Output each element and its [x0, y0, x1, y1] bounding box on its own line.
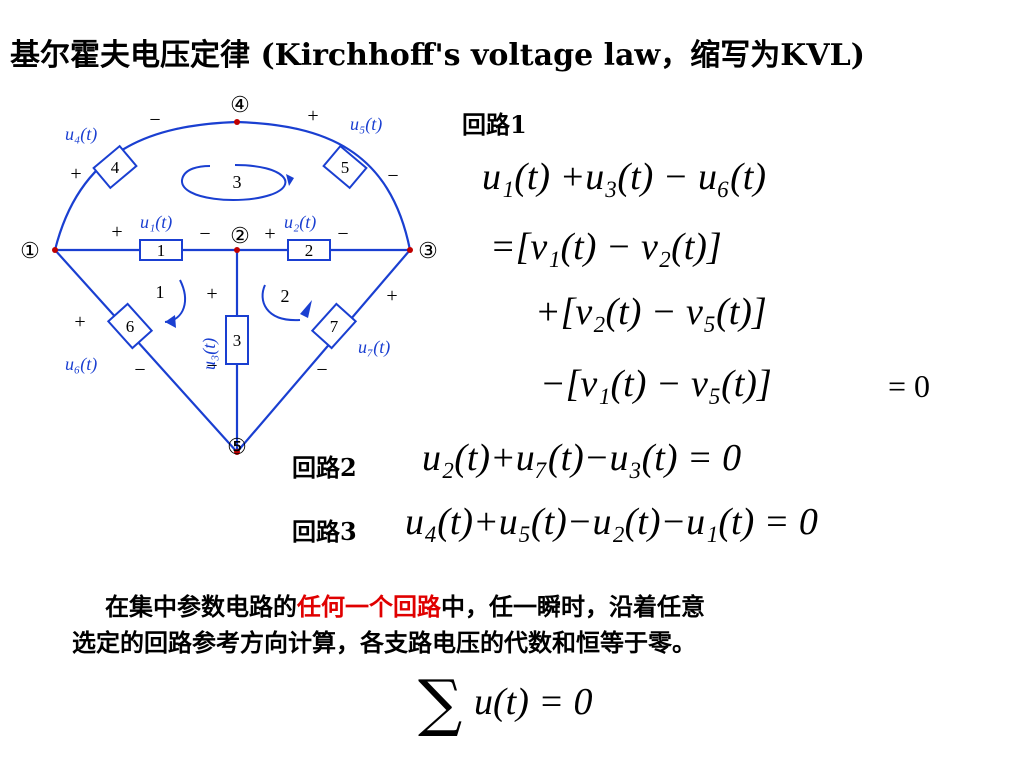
node-4-label: ④ [230, 92, 250, 117]
svg-text:+: + [74, 311, 85, 333]
element-6-box [106, 302, 154, 350]
loop-3-equation: u₄(t)+u₅(t)−u₂(t)−u₁(t) = 0 [405, 501, 818, 543]
element-5-box [322, 144, 368, 190]
loop-1-heading: 回路1 [462, 110, 527, 139]
loop-1-equation-line-3: +[v₂(t) − v₅(t)] [535, 291, 767, 333]
u2-label: u₂(t) [284, 212, 316, 233]
u1-label: u₁(t) [140, 212, 172, 233]
statement-part-1: 在集中参数电路的 [105, 592, 297, 621]
loop-3-label: 3 [233, 172, 242, 192]
loop-1-equation-line-2: =[v₁(t) − v₂(t)] [490, 226, 722, 268]
element-1-box [139, 239, 183, 261]
element-2-box [287, 239, 331, 261]
loop-3-heading: 回路3 [292, 517, 357, 546]
loop-2-equation: u₂(t)+u₇(t)−u₃(t) = 0 [422, 437, 742, 479]
loop-1-label: 1 [156, 282, 165, 302]
u5-label: u₅(t) [350, 114, 382, 135]
element-3-label: 3 [233, 331, 242, 350]
element-6-label: 6 [126, 317, 135, 336]
svg-text:−: − [199, 223, 210, 245]
u4-label: u₄(t) [65, 124, 97, 145]
svg-text:−: − [206, 355, 217, 377]
kvl-statement-line-2: 选定的回路参考方向计算，各支路电压的代数和恒等于零。 [72, 628, 696, 657]
statement-highlight: 任何一个回路 [297, 592, 441, 621]
node-2-label: ② [230, 223, 250, 248]
page-title: 基尔霍夫电压定律 (Kirchhoff's voltage law，缩写为KVL… [10, 38, 865, 73]
svg-text:+: + [386, 285, 397, 307]
element-3-box [225, 315, 249, 365]
u6-label: u₆(t) [65, 354, 97, 375]
svg-text:+: + [206, 283, 217, 305]
u7-label: u₇(t) [358, 337, 390, 358]
element-7-label: 7 [330, 317, 339, 336]
svg-text:+: + [307, 105, 318, 127]
loop-2-heading: 回路2 [292, 453, 357, 482]
svg-text:+: + [264, 223, 275, 245]
loop-1-equation-line-1: u₁(t) +u₃(t) − u₆(t) [482, 156, 767, 198]
element-7-box [310, 302, 358, 350]
svg-text:−: − [337, 223, 348, 245]
kvl-summary-formula: u(t) = 0 [474, 681, 593, 723]
element-4-label: 4 [111, 158, 120, 177]
node-1-label: ① [20, 238, 40, 263]
svg-text:−: − [387, 165, 398, 187]
element-4-box [92, 144, 138, 190]
loop-1-equation-line-4: −[v₁(t) − v₅(t)] [540, 363, 772, 405]
loop-1-equation-rhs: = 0 [888, 368, 931, 404]
loop-2-label: 2 [281, 286, 290, 306]
svg-text:−: − [316, 359, 327, 381]
svg-text:+: + [70, 163, 81, 185]
node-5-label: ⑤ [227, 434, 247, 459]
node-3-label: ③ [418, 238, 438, 263]
svg-text:−: − [149, 109, 160, 131]
circuit-diagram: 1 2 3 4 5 6 7 ① ② ③ ④ ⑤ 3 1 2 u₄(t) u₅(t… [20, 92, 438, 459]
kvl-statement: 在集中参数电路的任何一个回路中，任一瞬时，沿着任意 [105, 590, 705, 624]
svg-text:+: + [111, 221, 122, 243]
sum-symbol: ∑ [418, 666, 463, 739]
element-2-label: 2 [305, 241, 314, 260]
element-5-label: 5 [341, 158, 350, 177]
statement-part-2: 中，任一瞬时，沿着任意 [441, 592, 705, 621]
svg-text:−: − [134, 359, 145, 381]
element-1-label: 1 [157, 241, 166, 260]
u3-label: u₃(t) [199, 338, 220, 370]
